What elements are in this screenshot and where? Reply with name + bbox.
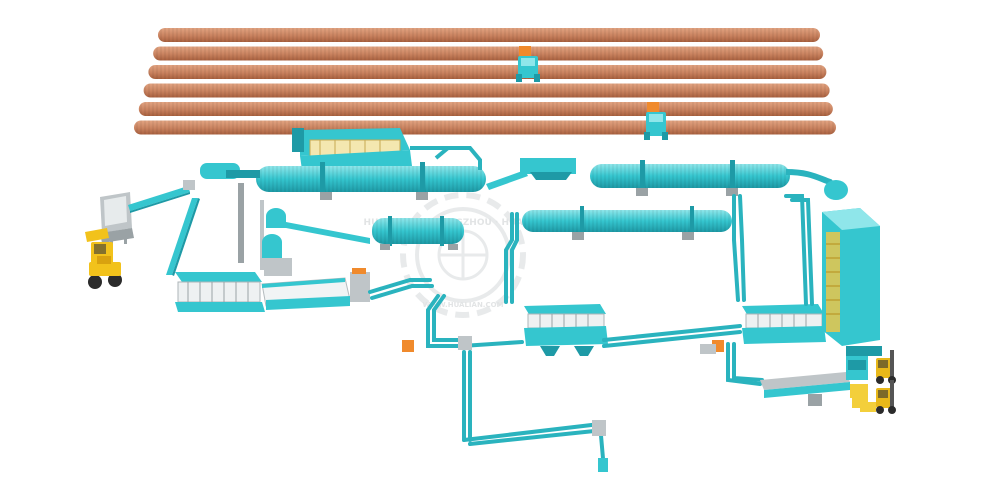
forklift-icon (876, 380, 896, 414)
windrow-area (134, 28, 836, 135)
windrow-texture (148, 65, 827, 79)
rotary-dryer[interactable] (256, 162, 486, 200)
windrow-texture (158, 28, 820, 42)
windrow-texture (143, 83, 830, 98)
crusher[interactable] (262, 208, 292, 276)
gear-logo-icon (400, 192, 526, 318)
support-post (238, 183, 244, 263)
belt-conveyor[interactable] (166, 198, 200, 276)
automatic-packing-scale[interactable] (846, 356, 868, 398)
cyclone-dust-collector[interactable] (785, 169, 848, 200)
dryer-inlet-hood[interactable] (200, 163, 260, 179)
coating-machine[interactable] (822, 208, 882, 356)
packing-line[interactable] (760, 372, 850, 406)
hot-air-duct (410, 146, 482, 170)
windrow-texture (134, 120, 836, 135)
windrow-turner[interactable] (644, 102, 668, 140)
windrow-turner[interactable] (516, 46, 540, 82)
rotary-screener[interactable] (524, 304, 608, 356)
belt-conveyor[interactable] (286, 222, 370, 244)
hot-air-stove[interactable] (292, 128, 412, 170)
rotary-cooler[interactable] (590, 160, 790, 196)
loader-icon (85, 228, 122, 289)
watermark-logo: HUAQIANG · ZHENGZHOU · HUAQIANG · WWW.HU… (364, 192, 563, 318)
watermark-bottom-text: WWW.HUALIAN.COM (422, 301, 503, 309)
wheel-loader[interactable] (85, 228, 122, 289)
turner-icon (644, 102, 668, 140)
windrow-texture (138, 102, 833, 116)
hopper (402, 336, 724, 472)
bag-pallet (852, 396, 876, 412)
rotary-drum-middle[interactable] (522, 206, 732, 240)
batching-machine[interactable] (175, 272, 265, 312)
forklift[interactable] (876, 380, 896, 414)
windrow-texture (153, 46, 824, 61)
watermark-ring-text: HUAQIANG · ZHENGZHOU · HUAQIANG · (364, 218, 563, 228)
horizontal-mixer[interactable] (261, 268, 370, 310)
forklift-type-feeder[interactable] (100, 192, 134, 248)
rotary-drum-granulator[interactable] (372, 216, 464, 250)
rotary-screener[interactable] (742, 304, 826, 344)
belt-conveyor[interactable] (486, 158, 576, 190)
turner-icon (516, 46, 540, 82)
support-post (260, 200, 264, 270)
conveyor-network (368, 194, 814, 472)
belt-conveyor[interactable] (128, 180, 195, 213)
